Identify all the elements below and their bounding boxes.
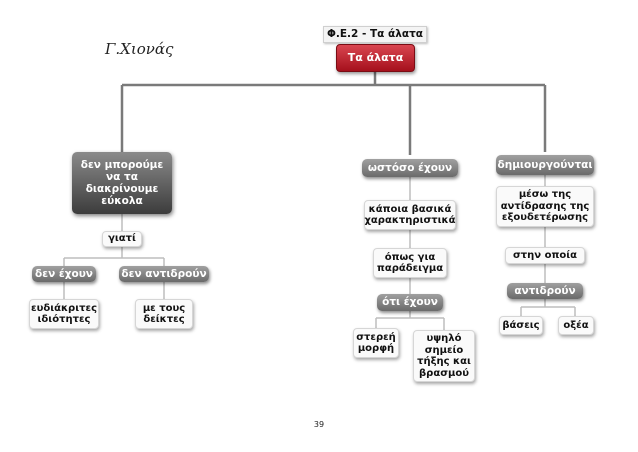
example-node: όπως για παράδειγμα	[373, 248, 447, 278]
bases-node: βάσεις	[499, 316, 543, 335]
acids-node: οξέα	[558, 316, 594, 335]
distinct-properties-node: ευδιάκριτες ιδιότητες	[29, 299, 99, 329]
no-react-node: δεν αντιδρούν	[119, 266, 209, 282]
via-neutralization-node: μέσω της αντίδρασης της εξουδετέρωσης	[496, 186, 594, 227]
title-node: Φ.Ε.2 - Τα άλατα	[323, 26, 427, 43]
author-signature: Γ.Χιονάς	[105, 40, 174, 58]
react-node: αντιδρούν	[507, 283, 583, 299]
that-have-node: ότι έχουν	[377, 294, 443, 311]
high-point-node: υψηλό σημείο τήξης και βρασμού	[413, 330, 475, 382]
no-have-node: δεν έχουν	[32, 266, 96, 282]
right-main-node: δημιουργούνται	[496, 155, 594, 175]
solid-form-node: στερεή μορφή	[353, 328, 399, 358]
in-which-node: στην οποία	[505, 247, 585, 264]
left-main-node: δεν μπορούμε να τα διακρίνουμε εύκολα	[72, 152, 172, 214]
mid-main-node: ωστόσο έχουν	[362, 159, 458, 177]
indicators-node: με τους δείκτες	[135, 299, 193, 329]
page-number: 39	[313, 420, 325, 429]
basic-characteristics-node: κάποια βασικά χαρακτηριστικά	[364, 200, 456, 230]
why-node: γιατί	[102, 231, 142, 247]
root-node: Τα άλατα	[336, 44, 415, 72]
